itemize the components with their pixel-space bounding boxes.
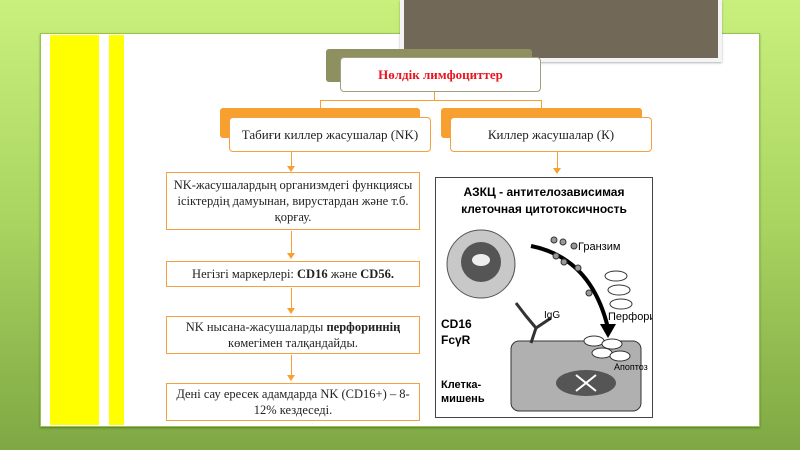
target-label-1: Клетка- [441,379,482,391]
step-percentage: Дені сау ересек адамдарда NK (CD16+) – 8… [166,383,420,421]
connector [434,92,435,100]
arrow-down-icon [287,253,295,259]
connector [320,100,541,101]
perforin-label: Перфорин [608,311,652,323]
arrow-down-icon [287,308,295,314]
granzyme-label: Гранзим [578,241,620,253]
connector [541,100,542,108]
nk-branch-box: Табиғи киллер жасушалар (NK) [229,117,431,152]
igg-label: IgG [544,310,560,321]
arrow-down-icon [287,375,295,381]
arrow-line [291,152,292,166]
arrow-down-icon [553,168,561,174]
target-label-2: мишень [441,393,485,405]
arrow-line [291,288,292,308]
nk-branch-label: Табиғи киллер жасушалар (NK) [241,126,419,142]
arrow-curve [530,244,610,329]
arrow-line [291,355,292,375]
connector [320,100,321,108]
k-branch-label: Киллер жасушалар (К) [487,126,615,142]
step-text: NK-жасушалардың организмдегі функциясы і… [173,178,413,224]
perforin-bold: перфориннің [326,320,401,334]
arrow-down-icon [287,166,295,172]
antibody [514,302,538,344]
step-function: NK-жасушалардың организмдегі функциясы і… [166,172,420,230]
step-text: Дені сау ересек адамдарда NK (CD16+) – 8… [176,387,410,417]
step-markers: Негізгі маркерлері: CD16 және CD56. [166,261,420,287]
arrow-line [557,152,558,168]
root-title: Нөлдік лимфоциттер [378,66,503,82]
nucleus-center [472,254,490,266]
figure-title-2: клеточная цитотоксичность [461,202,627,216]
step-text: көмегімен талқандайды. [228,336,358,350]
yellow-bar [50,35,99,425]
adcc-figure: АЗКЦ - антителозависимая клеточная цитот… [435,177,662,418]
fcr-label: FcγR [441,333,471,347]
root-box: Нөлдік лимфоциттер [340,57,541,92]
yellow-bar-thin [109,35,124,425]
arrow-line [291,231,292,253]
step-perforin: NK нысана-жасушаларды перфориннің көмегі… [166,316,420,354]
step-text: NK нысана-жасушаларды [185,320,327,334]
step-text: Негізгі маркерлері: [192,267,298,281]
cd16-label: CD16 [441,317,472,331]
marker-cd16: CD16 [297,267,328,281]
step-text: және [327,267,361,281]
figure-title-1: АЗКЦ - антителозависимая [464,185,625,199]
marker-cd56: CD56. [360,267,394,281]
k-branch-box: Киллер жасушалар (К) [450,117,652,152]
apoptosis-label: Апоптоз [614,362,648,372]
arrow-head-icon [600,324,616,338]
